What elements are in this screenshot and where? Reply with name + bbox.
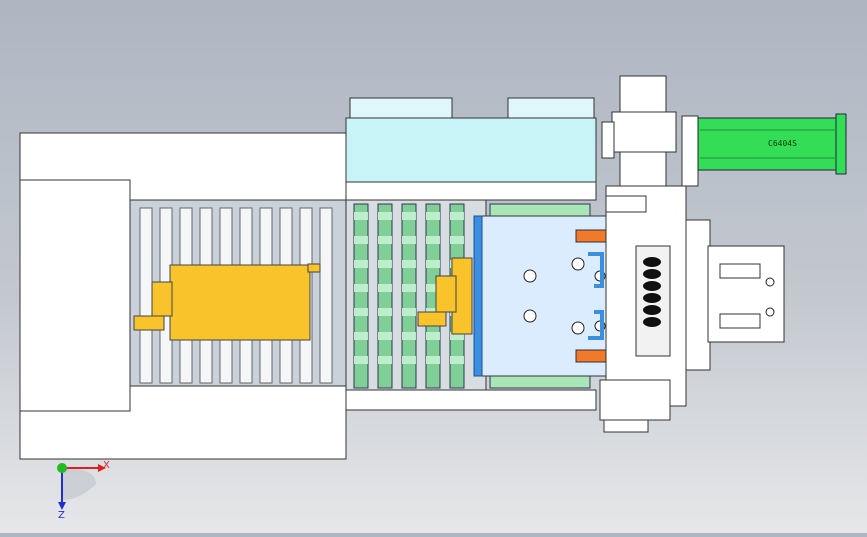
servo-motor: C6404S xyxy=(697,113,847,175)
z-axis-label: Z xyxy=(58,510,65,521)
coordinate-triad: X Z xyxy=(57,460,110,521)
left-pallet xyxy=(133,263,321,341)
left-conveyor xyxy=(19,132,347,460)
middle-conveyor xyxy=(345,97,597,411)
right-fixture xyxy=(599,185,785,433)
x-axis-label: X xyxy=(103,460,110,471)
middle-pallet xyxy=(417,257,473,335)
drive-assembly: C6404S xyxy=(601,75,847,187)
motor-model-label: C6404S xyxy=(768,139,797,148)
